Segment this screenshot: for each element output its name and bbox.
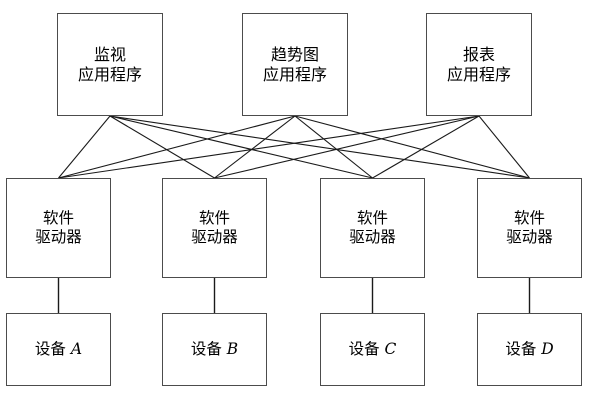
edge-app2-to-drv1 [58,115,296,179]
node-app1[interactable]: 监视 应用程序 [57,13,163,116]
node-app2[interactable]: 趋势图 应用程序 [242,13,348,116]
node-label-dev1: 设备 A [35,340,82,359]
node-drv4[interactable]: 软件 驱动器 [477,178,582,278]
edge-app1-to-drv3 [109,115,373,179]
node-dev3[interactable]: 设备 C [320,313,425,386]
node-drv1[interactable]: 软件 驱动器 [6,178,111,278]
edge-app3-to-drv4 [478,115,530,179]
device-name-text: 设备 [348,340,385,359]
node-drv2[interactable]: 软件 驱动器 [162,178,267,278]
edge-app3-to-drv1 [58,115,480,179]
device-name-text: 设备 [505,340,542,359]
device-tag-text: D [541,340,554,359]
device-tag-text: A [70,340,83,359]
node-label-app1: 监视 应用程序 [77,44,142,84]
node-label-drv4: 软件 驱动器 [506,209,553,246]
edge-app2-to-drv2 [214,115,296,179]
edge-app3-to-drv3 [372,115,480,179]
device-tag-text: B [226,340,239,359]
node-label-app2: 趋势图 应用程序 [262,44,327,84]
node-drv3[interactable]: 软件 驱动器 [320,178,425,278]
edge-app3-to-drv2 [214,115,480,179]
node-dev1[interactable]: 设备 A [6,313,111,386]
node-label-dev4: 设备 D [505,340,553,359]
edge-app1-to-drv4 [109,115,530,179]
device-name-text: 设备 [34,340,71,359]
node-label-dev2: 设备 B [191,340,238,359]
node-label-drv1: 软件 驱动器 [35,209,82,246]
node-label-dev3: 设备 C [349,340,397,359]
device-name-text: 设备 [190,340,227,359]
node-label-drv3: 软件 驱动器 [349,209,396,246]
edge-app1-to-drv2 [109,115,215,179]
node-dev2[interactable]: 设备 B [162,313,267,386]
edge-app2-to-drv3 [294,115,373,179]
node-app3[interactable]: 报表 应用程序 [426,13,532,116]
node-label-drv2: 软件 驱动器 [191,209,238,246]
node-dev4[interactable]: 设备 D [477,313,582,386]
device-tag-text: C [384,340,397,359]
edge-app1-to-drv1 [58,115,111,179]
edge-app2-to-drv4 [294,115,530,179]
node-label-app3: 报表 应用程序 [446,44,511,84]
